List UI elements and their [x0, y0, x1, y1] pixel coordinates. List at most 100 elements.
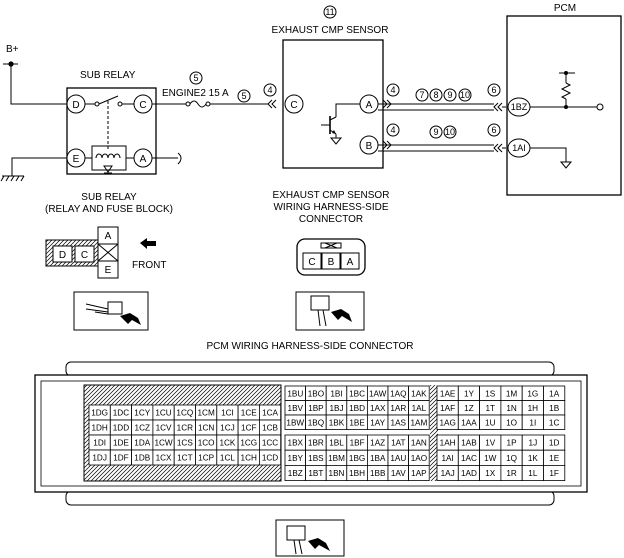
fuse-symbol — [185, 100, 211, 108]
sensor-terminal-c: C — [284, 94, 304, 114]
pcm-pin-cell — [543, 464, 566, 481]
pcm-pin-label: 1BX — [288, 439, 304, 448]
pcm-pin-label: 1CS — [177, 439, 193, 448]
pcm-pin-label: 1CW — [154, 439, 172, 448]
b-plus-wire — [10, 64, 67, 105]
pcm-pin-label: 1CM — [198, 409, 215, 418]
front-arrow-icon — [140, 238, 156, 249]
pcm-pin-label: 1G — [527, 389, 538, 398]
pcm-pullup-circuit — [530, 71, 604, 111]
probe-icon-pcm — [275, 519, 345, 557]
svg-text:10: 10 — [460, 90, 470, 100]
pcm-terminal-1bz: 1BZ — [507, 97, 531, 117]
wire-ref-5: 5 — [237, 89, 251, 103]
pcm-pin-label: 1Q — [506, 454, 517, 463]
pcm-pin-label: 1CX — [156, 454, 172, 463]
front-label: FRONT — [132, 260, 166, 271]
pcm-pin-label: 1BS — [308, 454, 324, 463]
pcm-pin-label: 1CA — [262, 409, 278, 418]
pcm-pin-label: 1AY — [370, 418, 385, 427]
pcm-pin-label: 1BK — [329, 418, 345, 427]
pcm-pin-label: 1AL — [412, 404, 427, 413]
wire-ref-4-sensor-b: 4 — [386, 123, 400, 137]
svg-text:5: 5 — [193, 73, 198, 83]
sub-relay-box — [66, 87, 157, 175]
svg-text:C: C — [139, 100, 146, 111]
wire-break-mark — [177, 152, 182, 165]
sensor-terminal-a: A — [359, 94, 379, 114]
pcm-pin-label: 1BO — [308, 389, 324, 398]
pcm-pin-label: 1AK — [411, 389, 427, 398]
pcm-pin-label: 1CL — [220, 454, 235, 463]
pcm-pin-label: 1Y — [464, 389, 475, 398]
pcm-pin-label: 1CT — [177, 454, 192, 463]
wire-refs-bottom: 9 10 — [429, 125, 457, 139]
pcm-pin-label: 1BE — [349, 418, 365, 427]
pcm-pin-label: 1AW — [369, 389, 387, 398]
pcm-pin-label: 1BW — [286, 418, 304, 427]
pcm-pin-label: 1BG — [349, 454, 365, 463]
wire-ref-6-pcm-top: 6 — [487, 83, 501, 97]
pcm-pin-label: 1S — [485, 389, 496, 398]
pcm-pin-label: 1V — [485, 439, 496, 448]
pcm-pin-label: 1CB — [262, 424, 278, 433]
relay-terminal-e: E — [66, 148, 86, 168]
pcm-pin-label: 1AF — [440, 404, 455, 413]
fuse-label: ENGINE2 15 A — [162, 88, 229, 99]
svg-text:5: 5 — [241, 91, 246, 101]
pcm-pin-label: 1Z — [464, 404, 474, 413]
sensor-terminal-b: B — [359, 135, 379, 155]
pcm-pin-label: 1BU — [287, 389, 303, 398]
pcm-pin-label: 1BB — [370, 469, 386, 478]
pcm-pin-label: 1AV — [391, 469, 406, 478]
connector-mark-sensor-c — [267, 99, 277, 109]
pcm-pin-label: 1AX — [370, 404, 386, 413]
connector-mark-pcm-1ai — [493, 143, 503, 153]
svg-text:A: A — [366, 100, 373, 111]
pcm-pin-label: 1U — [485, 418, 496, 427]
pcm-pin-label: 1E — [549, 454, 560, 463]
svg-text:4: 4 — [390, 125, 395, 135]
fuse-ref-badge: 5 — [189, 71, 203, 85]
pcm-pin-label: 1AP — [411, 469, 427, 478]
pcm-pin-label: 1DJ — [92, 454, 107, 463]
pcm-pin-label: 1BF — [350, 439, 365, 448]
pcm-connector-top-latch — [65, 361, 555, 377]
pcm-connector-inner — [40, 380, 582, 487]
pcm-pin-label: 1BJ — [329, 404, 343, 413]
pcm-pin-label: 1DF — [113, 454, 128, 463]
connector-mark-pcm-1bz — [493, 102, 503, 112]
pcm-pin-label: 1AE — [440, 389, 456, 398]
pcm-pin-label: 1CF — [241, 424, 256, 433]
wire-ref-4-sensor-c: 4 — [263, 83, 277, 97]
pcm-pin-label: 1C — [549, 418, 560, 427]
pcm-ground — [530, 147, 573, 169]
pcm-pin-label: 1DB — [134, 454, 150, 463]
pcm-pin-label: 1AM — [410, 418, 427, 427]
pcm-terminal-1ai: 1AI — [507, 138, 531, 158]
pcm-pin-label: 1DH — [91, 424, 107, 433]
svg-text:A: A — [105, 231, 112, 242]
pcm-pin-label: 1O — [506, 418, 517, 427]
pcm-pin-label: 1CY — [134, 409, 150, 418]
pcm-pin-label: 1AH — [440, 439, 456, 448]
svg-text:C: C — [81, 250, 88, 261]
pcm-pin-label: 1CH — [241, 454, 257, 463]
svg-text:9: 9 — [433, 127, 438, 137]
pcm-pin-label: 1CQ — [176, 409, 193, 418]
relay-coil — [85, 145, 134, 174]
pcm-pin-label: 1AB — [461, 439, 477, 448]
svg-text:A: A — [347, 257, 354, 268]
pcm-pin-label: 1CN — [198, 424, 214, 433]
pcm-pin-label: 1AG — [439, 418, 455, 427]
pcm-pin-label: 1R — [506, 469, 517, 478]
pcm-pin-label: 1CE — [241, 409, 257, 418]
pcm-pin-label: 1A — [549, 389, 560, 398]
pcm-pin-label: 1BQ — [308, 418, 324, 427]
pcm-pin-label: 1DC — [113, 409, 129, 418]
pcm-pin-label: 1X — [485, 469, 496, 478]
pcm-pin-label: 1BA — [370, 454, 386, 463]
pcm-pin-label: 1AQ — [390, 389, 406, 398]
ground-wire — [11, 157, 67, 170]
wire-ref-4-sensor-a: 4 — [386, 83, 400, 97]
